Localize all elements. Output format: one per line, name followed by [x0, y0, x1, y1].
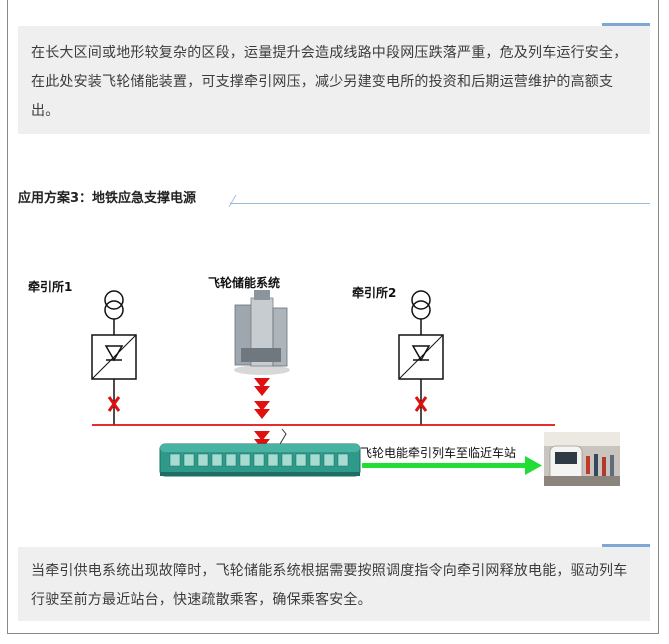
heading-underline [230, 203, 650, 204]
cross-icon-2 [414, 396, 428, 412]
intro-text: 在长大区间或地形较复杂的区段，运量提升会造成线路中段网压跌落严重，危及列车运行安… [31, 45, 628, 119]
flywheel-system-label: 飞轮储能系统 [208, 276, 281, 290]
section-heading: 应用方案3：地铁应急支撑电源 [18, 191, 197, 206]
substation-1-symbol [91, 290, 137, 425]
note-accent-bar [602, 544, 650, 547]
train-illustration [159, 443, 361, 477]
conclusion-note: 当牵引供电系统出现故障时，飞轮储能系统根据需要按照调度指令向牵引网释放电能，驱动… [18, 544, 650, 621]
substation-1-label: 牵引所1 [28, 280, 73, 294]
emergency-power-diagram: 牵引所1 牵引所2 飞轮储能系统 飞轮电能牵引列车至临近车站 [28, 260, 630, 500]
note-accent-bar [602, 23, 650, 26]
conclusion-text: 当牵引供电系统出现故障时，飞轮储能系统根据需要按照调度指令向牵引网释放电能，驱动… [31, 563, 628, 608]
cross-icon-1 [107, 396, 121, 412]
train-action-label: 飞轮电能牵引列车至临近车站 [360, 446, 517, 460]
pantograph [279, 428, 287, 445]
station-photo [544, 432, 620, 486]
substation-2-label: 牵引所2 [352, 286, 397, 300]
down-arrow-icons [254, 378, 270, 449]
content-frame [7, 0, 659, 634]
direction-arrow [362, 456, 542, 475]
intro-note: 在长大区间或地形较复杂的区段，运量提升会造成线路中段网压跌落严重，危及列车运行安… [18, 23, 650, 134]
substation-2-symbol [398, 290, 444, 425]
flywheel-unit-illustration [234, 290, 290, 375]
diagram-graphic [91, 290, 620, 486]
